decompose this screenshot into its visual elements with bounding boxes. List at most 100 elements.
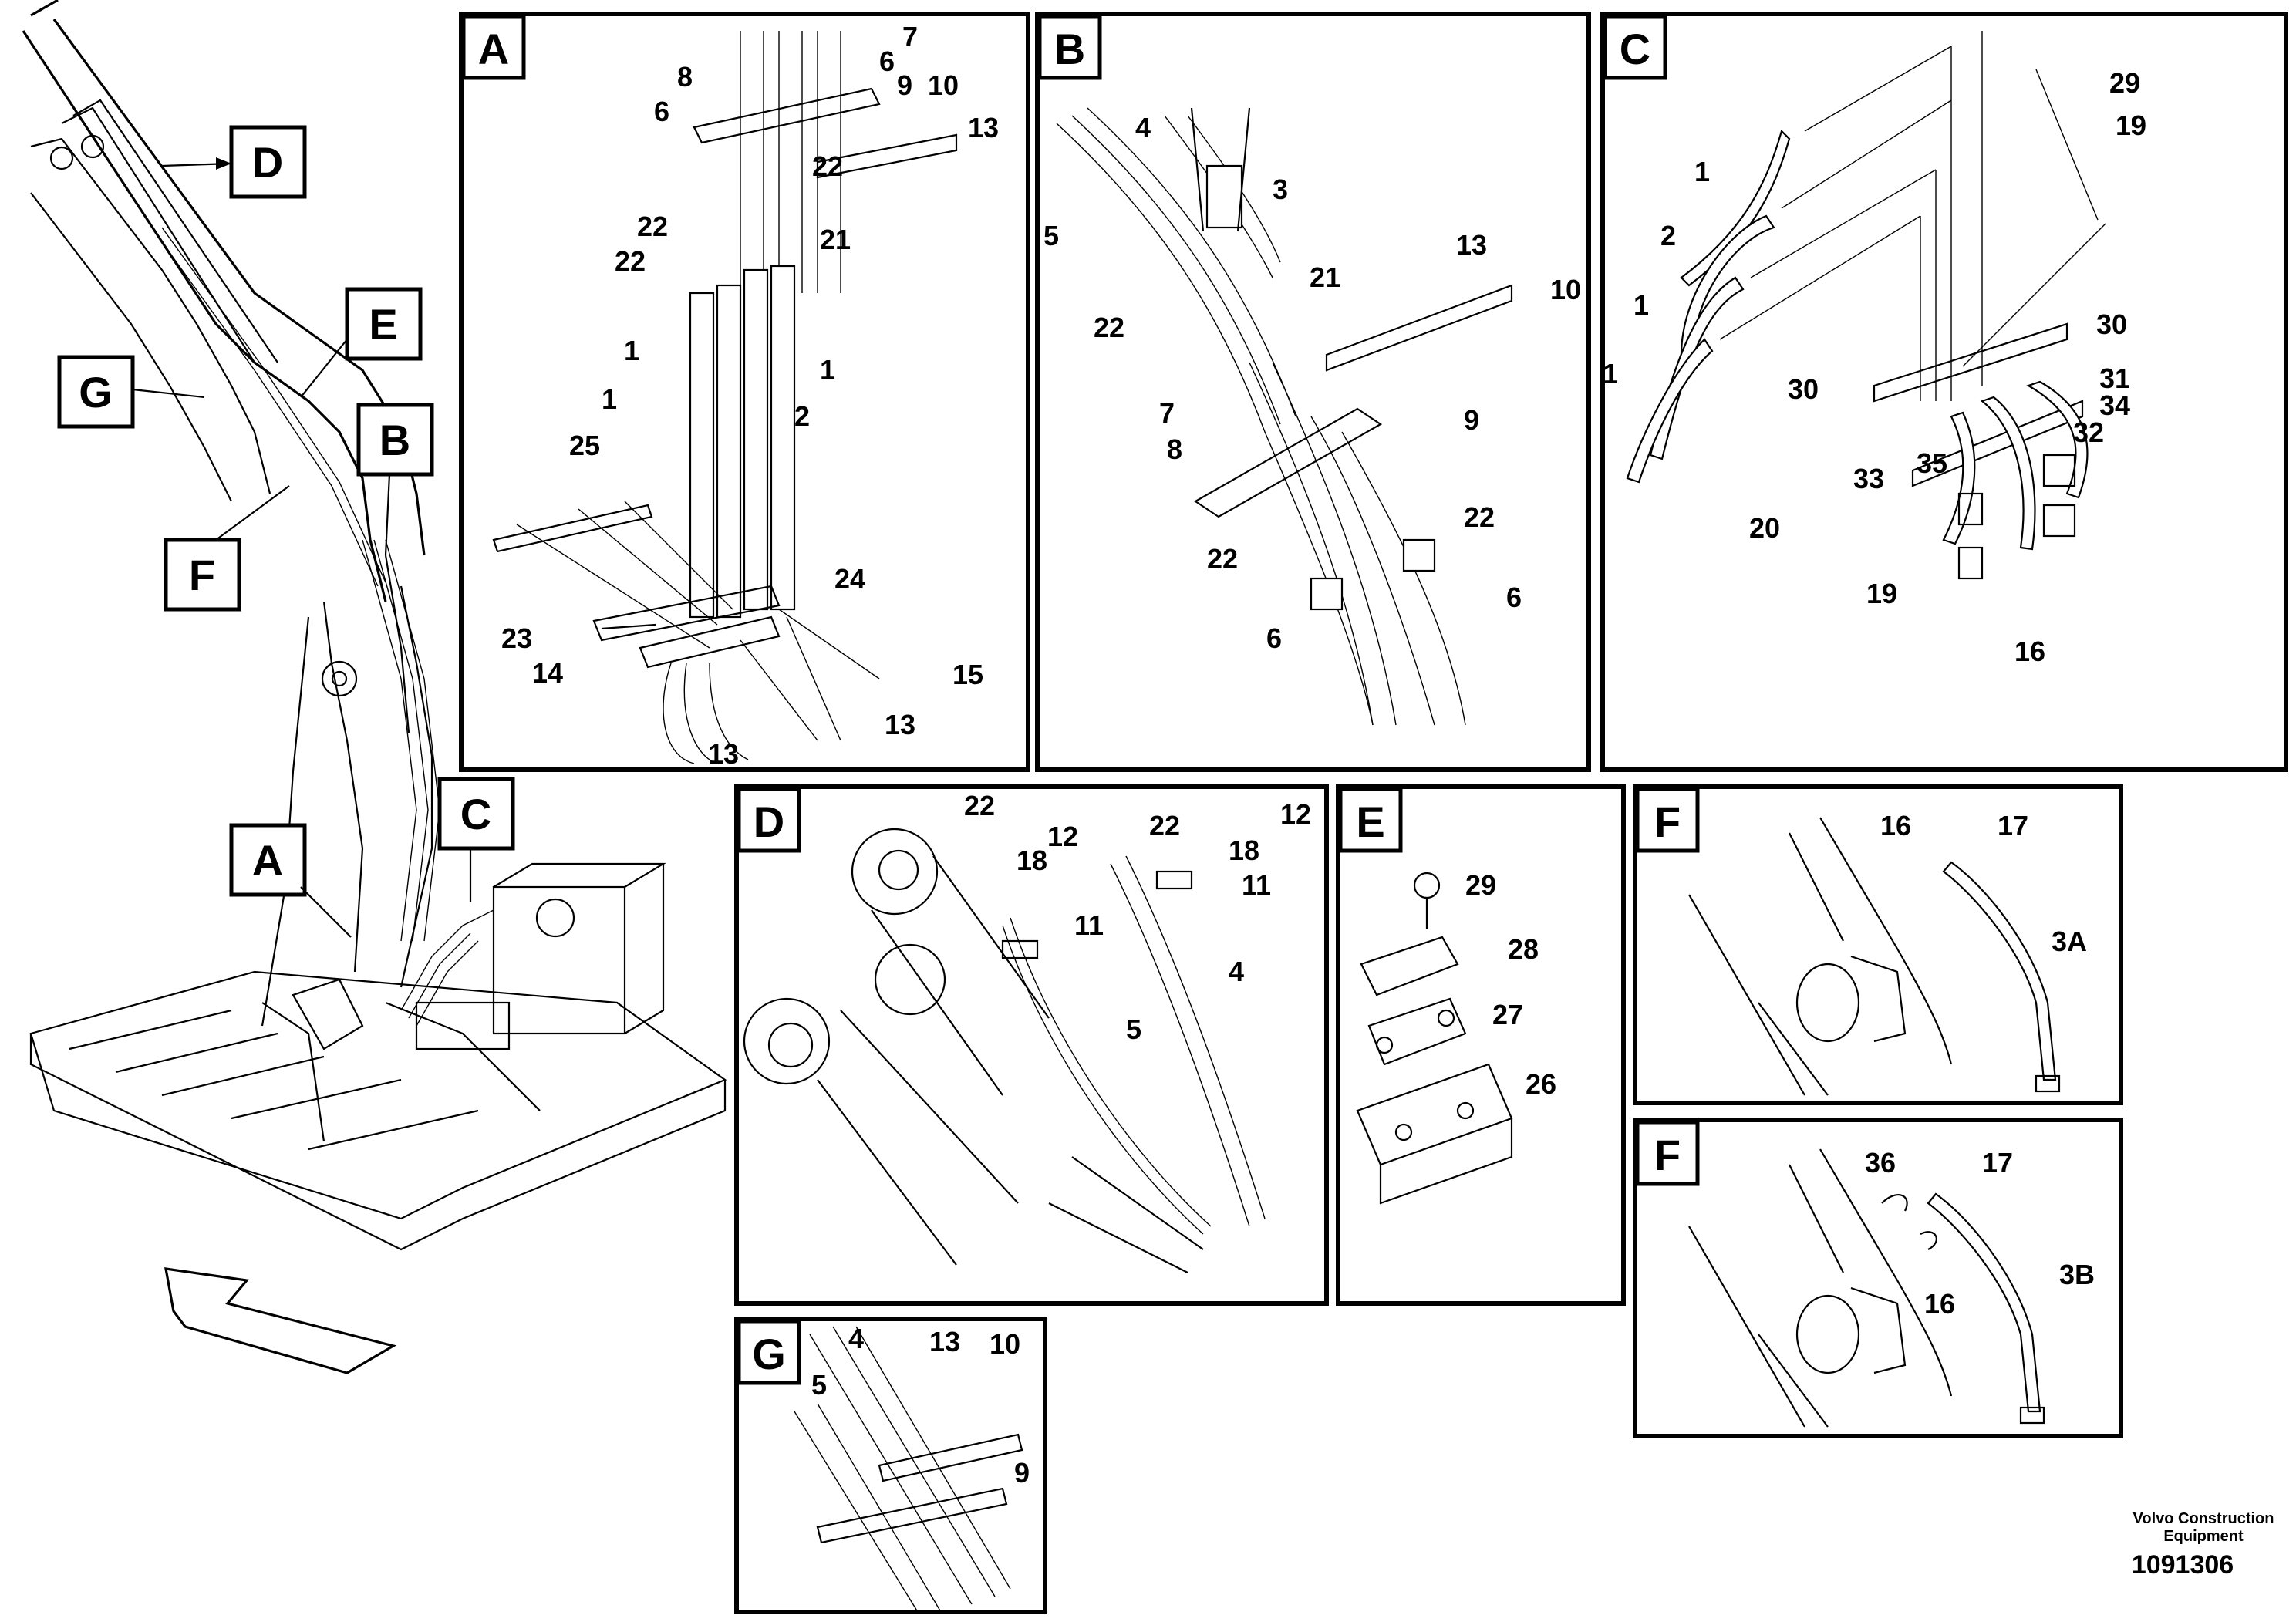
panel-tag: A [478, 25, 509, 73]
part-callout: 1 [1633, 289, 1649, 321]
panel-tag: F [1654, 1131, 1681, 1179]
part-callout: 22 [812, 150, 843, 182]
part-callout: 10 [990, 1328, 1020, 1360]
panel-A-callouts: 7 8 6 6 9 10 13 22 22 21 22 1 1 1 2 25 2… [501, 21, 999, 770]
callout-label: B [379, 416, 410, 464]
part-callout: 6 [654, 96, 669, 127]
part-callout: 21 [1310, 261, 1340, 293]
panel-F1: F [1633, 784, 2123, 1105]
part-callout: 5 [1043, 220, 1059, 251]
part-callout: 7 [902, 21, 918, 52]
part-callout: 25 [569, 430, 600, 461]
part-callout: 30 [2096, 309, 2127, 340]
overview-callout-G: G [57, 355, 205, 429]
part-callout: 29 [1465, 869, 1496, 901]
callout-label: A [252, 836, 283, 885]
panel-A: A [459, 12, 1030, 772]
part-callout: 13 [885, 709, 915, 740]
part-callout: 9 [897, 69, 912, 101]
part-callout: 30 [1788, 373, 1819, 405]
part-callout: 4 [848, 1323, 864, 1354]
part-callout: 3 [1273, 174, 1288, 205]
panel-D: D [734, 784, 1329, 1306]
part-callout: 18 [1229, 835, 1259, 866]
part-callout: 13 [708, 738, 739, 770]
part-callout: 9 [1014, 1457, 1030, 1489]
overview-callout-B: B [356, 403, 434, 556]
part-callout: 11 [1242, 869, 1271, 901]
overview-excavator [22, 0, 727, 1374]
callout-label: G [79, 368, 113, 416]
part-callout: 9 [1464, 404, 1479, 436]
overview-callout-D: D [161, 125, 307, 199]
panel-tag: C [1620, 25, 1650, 73]
part-callout: 24 [834, 563, 865, 595]
panel-F2: F [1633, 1118, 2123, 1438]
part-callout: 16 [1880, 810, 1911, 841]
panel-B: B [1035, 12, 1591, 772]
part-callout: 33 [1853, 463, 1884, 494]
panel-tag: E [1356, 798, 1384, 846]
panel-F2-callouts: 36 17 3B 16 [1865, 1147, 2095, 1320]
panel-C: C [1600, 12, 2288, 772]
part-callout: 17 [1982, 1147, 2013, 1179]
part-callout: 1 [1603, 358, 1618, 389]
part-callout: 17 [1998, 810, 2028, 841]
part-callout: 13 [968, 112, 999, 143]
part-callout: 6 [1506, 582, 1522, 613]
part-callout: 13 [929, 1326, 960, 1357]
part-callout: 22 [964, 790, 995, 821]
overview-callout-E: E [300, 287, 423, 398]
part-callout: 19 [1866, 578, 1897, 609]
part-callout: 3B [2059, 1259, 2095, 1290]
part-callout: 20 [1749, 512, 1780, 544]
panel-tag: G [752, 1330, 786, 1378]
part-callout: 27 [1492, 999, 1523, 1030]
part-callout: 14 [532, 657, 563, 689]
part-callout: 22 [1094, 312, 1124, 343]
panel-E-callouts: 29 28 27 26 [1465, 869, 1556, 1100]
part-callout: 12 [1280, 798, 1311, 830]
part-callout: 35 [1917, 447, 1947, 479]
panel-G: G [734, 1317, 1047, 1614]
part-callout: 36 [1865, 1147, 1896, 1179]
part-callout: 16 [1924, 1288, 1955, 1320]
part-callout: 31 [2099, 363, 2130, 394]
footer: Volvo Construction Equipment 1091306 [2132, 1510, 2274, 1580]
overview-callout-C: C [437, 777, 515, 902]
callout-label: E [369, 300, 397, 349]
panel-tag: F [1654, 798, 1681, 846]
part-callout: 23 [501, 622, 532, 654]
part-callout: 21 [820, 224, 851, 255]
brand-line-1: Volvo Construction [2133, 1510, 2274, 1527]
part-callout: 1 [624, 335, 639, 366]
part-callout: 29 [2109, 67, 2140, 99]
part-callout: 22 [1149, 810, 1180, 841]
part-callout: 6 [1266, 622, 1282, 654]
brand-line-2: Equipment [2163, 1528, 2244, 1545]
part-callout: 22 [1207, 543, 1238, 575]
panel-D-callouts: 22 22 12 12 18 18 11 11 4 5 [964, 790, 1311, 1045]
part-callout: 5 [811, 1369, 827, 1401]
panel-F1-callouts: 16 17 3A [1880, 810, 2087, 957]
part-callout: 1 [820, 354, 835, 386]
panel-tag: D [754, 798, 784, 846]
part-callout: 4 [1229, 956, 1244, 987]
part-callout: 18 [1017, 845, 1047, 876]
part-callout: 28 [1508, 933, 1539, 965]
part-callout: 10 [1550, 274, 1581, 305]
part-callout: 8 [677, 61, 693, 93]
doc-number: 1091306 [2132, 1550, 2234, 1580]
part-callout: 22 [1464, 501, 1495, 533]
part-callout: 26 [1526, 1068, 1556, 1100]
callout-label: C [460, 790, 491, 838]
part-callout: 2 [794, 400, 810, 432]
part-callout: 34 [2099, 389, 2130, 421]
overview-callout-F: F [164, 485, 290, 612]
callout-label: D [252, 138, 283, 187]
panel-G-callouts: 4 13 10 5 9 [811, 1323, 1030, 1489]
panel-E: E [1336, 784, 1626, 1306]
part-callout: 22 [637, 211, 668, 242]
part-callout: 4 [1135, 112, 1151, 143]
